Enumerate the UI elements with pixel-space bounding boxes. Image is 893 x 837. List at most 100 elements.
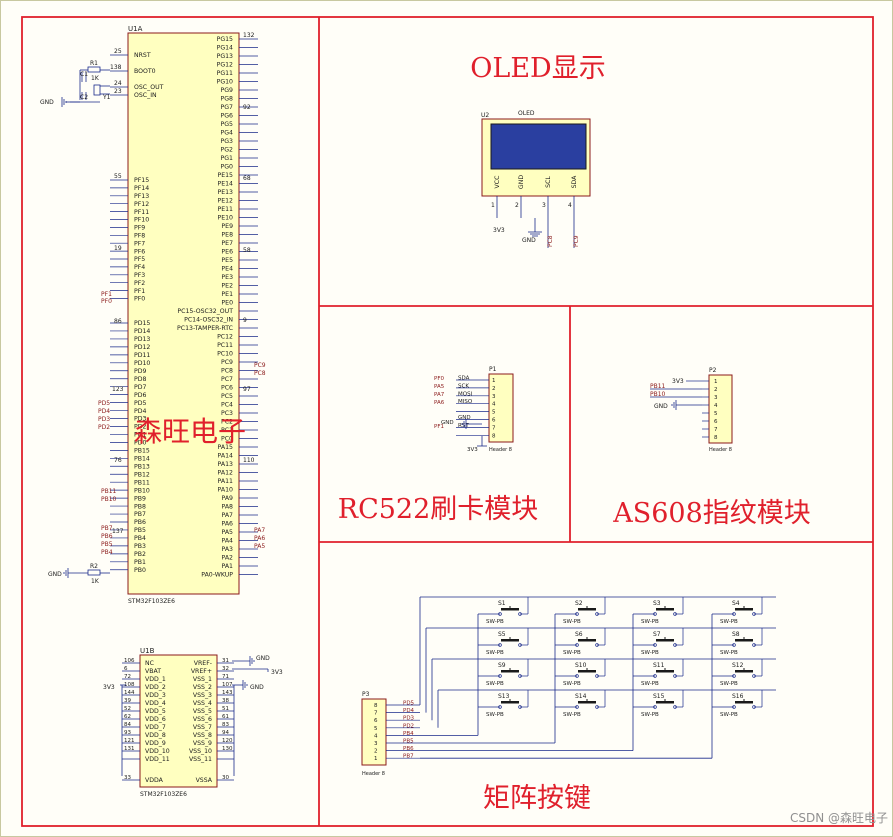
pin-number: 39 <box>124 698 131 704</box>
as608-section-title: AS608指纹模块 <box>612 498 811 529</box>
pin-label: PE14 <box>217 181 233 188</box>
pin-number: 4 <box>714 403 718 409</box>
pin-number: 144 <box>124 690 135 696</box>
pin-number: 110 <box>243 457 255 464</box>
pin-label: PG7 <box>221 104 234 111</box>
pin-label: PE10 <box>217 215 233 222</box>
pin-number: 1 <box>491 202 495 209</box>
pin-label: PD0 <box>134 440 146 447</box>
pin-number: 5 <box>374 726 378 732</box>
switch-contact <box>673 674 677 678</box>
p1-designator: P1 <box>489 366 497 373</box>
switch-ref: S4 <box>732 600 740 607</box>
pin-label: PD11 <box>134 352 150 359</box>
switch-ref: S8 <box>732 631 740 638</box>
switch-contact <box>498 612 502 616</box>
switch-ref: S2 <box>575 600 583 607</box>
p3-net: PD5 <box>403 701 415 707</box>
pin-label: PD6 <box>134 392 146 399</box>
pin-number: 24 <box>114 80 122 87</box>
pin-label: PE9 <box>221 223 233 230</box>
pin-label: PA3 <box>221 546 233 553</box>
pin-number: 106 <box>124 658 135 664</box>
pin-number: 1 <box>492 378 496 384</box>
pin-label: BOOT0 <box>134 68 156 75</box>
switch-type: SW-PB <box>486 681 504 687</box>
switch-contact <box>498 705 502 709</box>
switch-contact <box>575 705 579 709</box>
pin-label: PC12 <box>217 334 233 341</box>
pin-label: PD7 <box>134 384 146 391</box>
oled-net: 3V3 <box>493 227 505 234</box>
rc522-header-p1: P1 Header 8 1SDA2SCK3MOSI4MISO56GND7RST8… <box>434 366 514 453</box>
pin-label: PA5 <box>221 529 233 536</box>
gnd-label: GND <box>256 655 270 662</box>
u1b-body <box>139 654 218 788</box>
pin-label: PF3 <box>134 272 145 279</box>
p3-net: PD3 <box>403 716 415 722</box>
p3-net: PB5 <box>403 739 414 745</box>
pin-label: PA11 <box>218 478 234 485</box>
u1a-pin-numbers: 25 138 24 23 55 19 86 123 76 137 132 92 … <box>110 32 255 535</box>
pin-number: 4 <box>492 402 496 408</box>
pin-label: VSS_4 <box>193 700 212 707</box>
pin-label: VDD_10 <box>145 748 170 755</box>
net-label: PD4 <box>98 408 110 415</box>
switch-type: SW-PB <box>641 619 659 625</box>
pin-number: 97 <box>243 386 251 393</box>
p1-gnd <box>461 419 487 447</box>
pin-number: 1 <box>374 756 378 762</box>
pin-number: 83 <box>222 722 229 728</box>
pin-label: PF10 <box>134 217 149 224</box>
p2-body <box>708 374 733 444</box>
switch-ref: S9 <box>498 662 506 669</box>
pin-label: PC7 <box>221 376 233 383</box>
switch-contact <box>595 705 599 709</box>
pin-label: PB8 <box>134 503 146 510</box>
pin-label: PF1 <box>134 288 145 295</box>
gnd-label: GND <box>48 571 62 578</box>
pin-label: PC2 <box>221 419 233 426</box>
pin-number: 7 <box>714 427 718 433</box>
pin-label: PF4 <box>134 264 145 271</box>
pin-number: 120 <box>222 738 233 744</box>
p3-part: Header 8 <box>362 771 385 777</box>
pin-label: PG12 <box>217 62 233 69</box>
net-label: PD3 <box>98 416 110 423</box>
pin-label: VBAT <box>145 668 161 675</box>
c1-label: C1 <box>80 71 88 78</box>
switch-ref: S7 <box>653 631 661 638</box>
pin-label: NRST <box>134 52 151 59</box>
pin-label: PF6 <box>134 248 145 255</box>
pin-number: 131 <box>124 746 135 752</box>
pin-number: 51 <box>222 706 229 712</box>
pin-number: 32 <box>222 666 229 672</box>
pin-number: 3 <box>542 202 546 209</box>
switch-contact <box>575 643 579 647</box>
pin-label: PC4 <box>221 402 233 409</box>
pin-label: PE6 <box>221 249 233 256</box>
pin-number: 3 <box>714 395 718 401</box>
pin-label: PD10 <box>134 360 150 367</box>
pin-label: PB7 <box>134 511 146 518</box>
pin-number: 93 <box>124 730 131 736</box>
pin-label: PC8 <box>221 368 233 375</box>
net-label: PD5 <box>98 400 110 407</box>
pin-label: PF5 <box>134 256 145 263</box>
r2-body <box>87 569 101 576</box>
switch-contact <box>752 643 756 647</box>
u1a-right-pins: PG15PG14PG13PG12PG11PG10PG9PG8PG7PG6PG5P… <box>177 36 258 579</box>
pin-label: PC1 <box>221 427 233 434</box>
pin-label: PA1 <box>221 563 233 570</box>
net-label: PC8 <box>254 370 266 377</box>
pin-label: PC15-OSC32_OUT <box>177 308 233 315</box>
pin-label: PG4 <box>221 130 234 137</box>
pin-label: PF7 <box>134 240 145 247</box>
pin-number: 19 <box>114 245 122 252</box>
pin-label: PE15 <box>217 172 233 179</box>
